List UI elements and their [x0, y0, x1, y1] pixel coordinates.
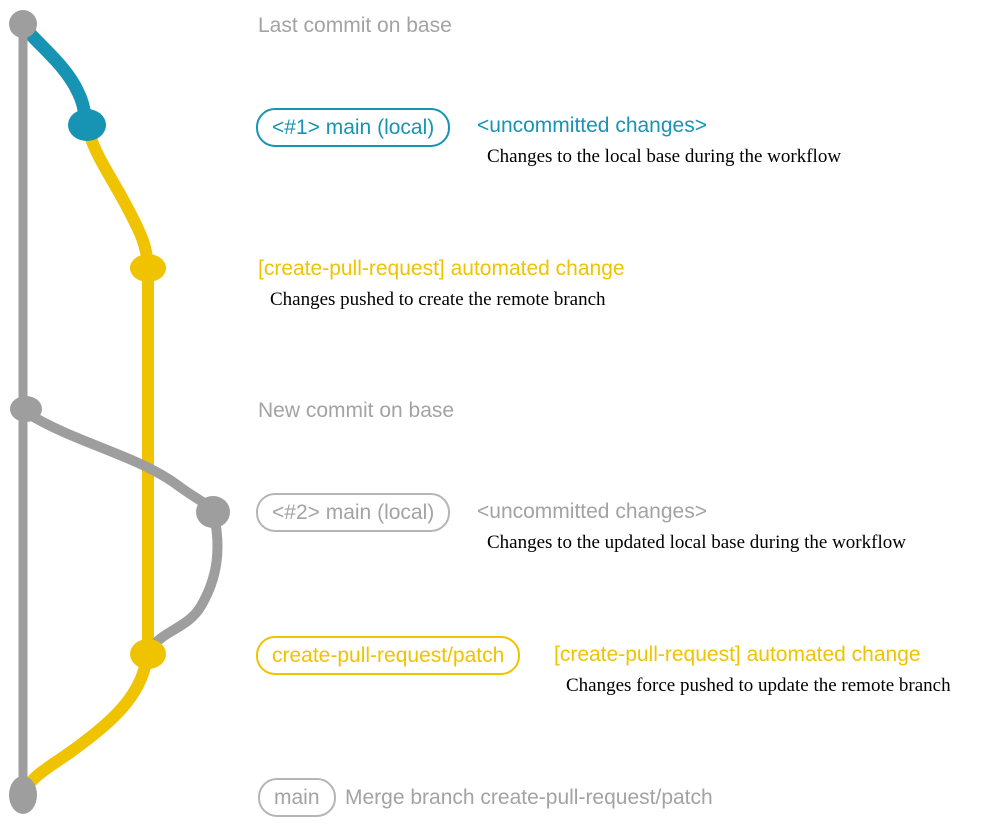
uncommitted-changes-2-description: Changes to the updated local base during…	[487, 532, 906, 553]
main-local-1-curve	[18, 21, 94, 131]
main-local-2-out-curve	[22, 408, 218, 516]
commit-dots	[9, 10, 230, 814]
last-commit-on-base-label: Last commit on base	[258, 14, 452, 37]
automated-change-2-heading: [create-pull-request] automated change	[554, 643, 921, 666]
commit-dot-commit-2-patch-branch	[130, 639, 166, 669]
ref-badge-patch-branch: create-pull-request/patch	[256, 636, 521, 675]
uncommitted-changes-2-heading: <uncommitted changes>	[477, 500, 707, 523]
automated-change-2-description: Changes force pushed to update the remot…	[566, 675, 951, 696]
commit-dot-commit-2-main-local	[196, 496, 230, 528]
commit-dot-commit-1-patch-branch	[130, 254, 166, 282]
ref-badge-main: main	[258, 778, 336, 817]
merge-commit-heading: Merge branch create-pull-request/patch	[345, 786, 713, 809]
commit-dot-new-commit-on-base	[10, 396, 42, 422]
main-local-2-return-curve	[147, 510, 223, 652]
ref-badge-main-local-1: <#1> main (local)	[256, 108, 451, 147]
automated-change-1-heading: [create-pull-request] automated change	[258, 257, 625, 280]
uncommitted-changes-1-description: Changes to the local base during the wor…	[487, 146, 842, 167]
patch-branch-upper-curve	[83, 127, 154, 274]
commit-dot-merge-commit-on-base	[9, 776, 37, 814]
automated-change-1-description: Changes pushed to create the remote bran…	[270, 289, 606, 310]
uncommitted-changes-1-heading: <uncommitted changes>	[477, 114, 707, 137]
ref-badge-main-local-2: <#2> main (local)	[256, 493, 451, 532]
commit-dot-commit-1-main-local	[68, 109, 106, 141]
commit-graph	[9, 10, 230, 814]
patch-branch-merge-curve	[19, 656, 152, 797]
new-commit-on-base-label: New commit on base	[258, 399, 455, 422]
commit-dot-last-commit-on-base	[9, 10, 37, 38]
